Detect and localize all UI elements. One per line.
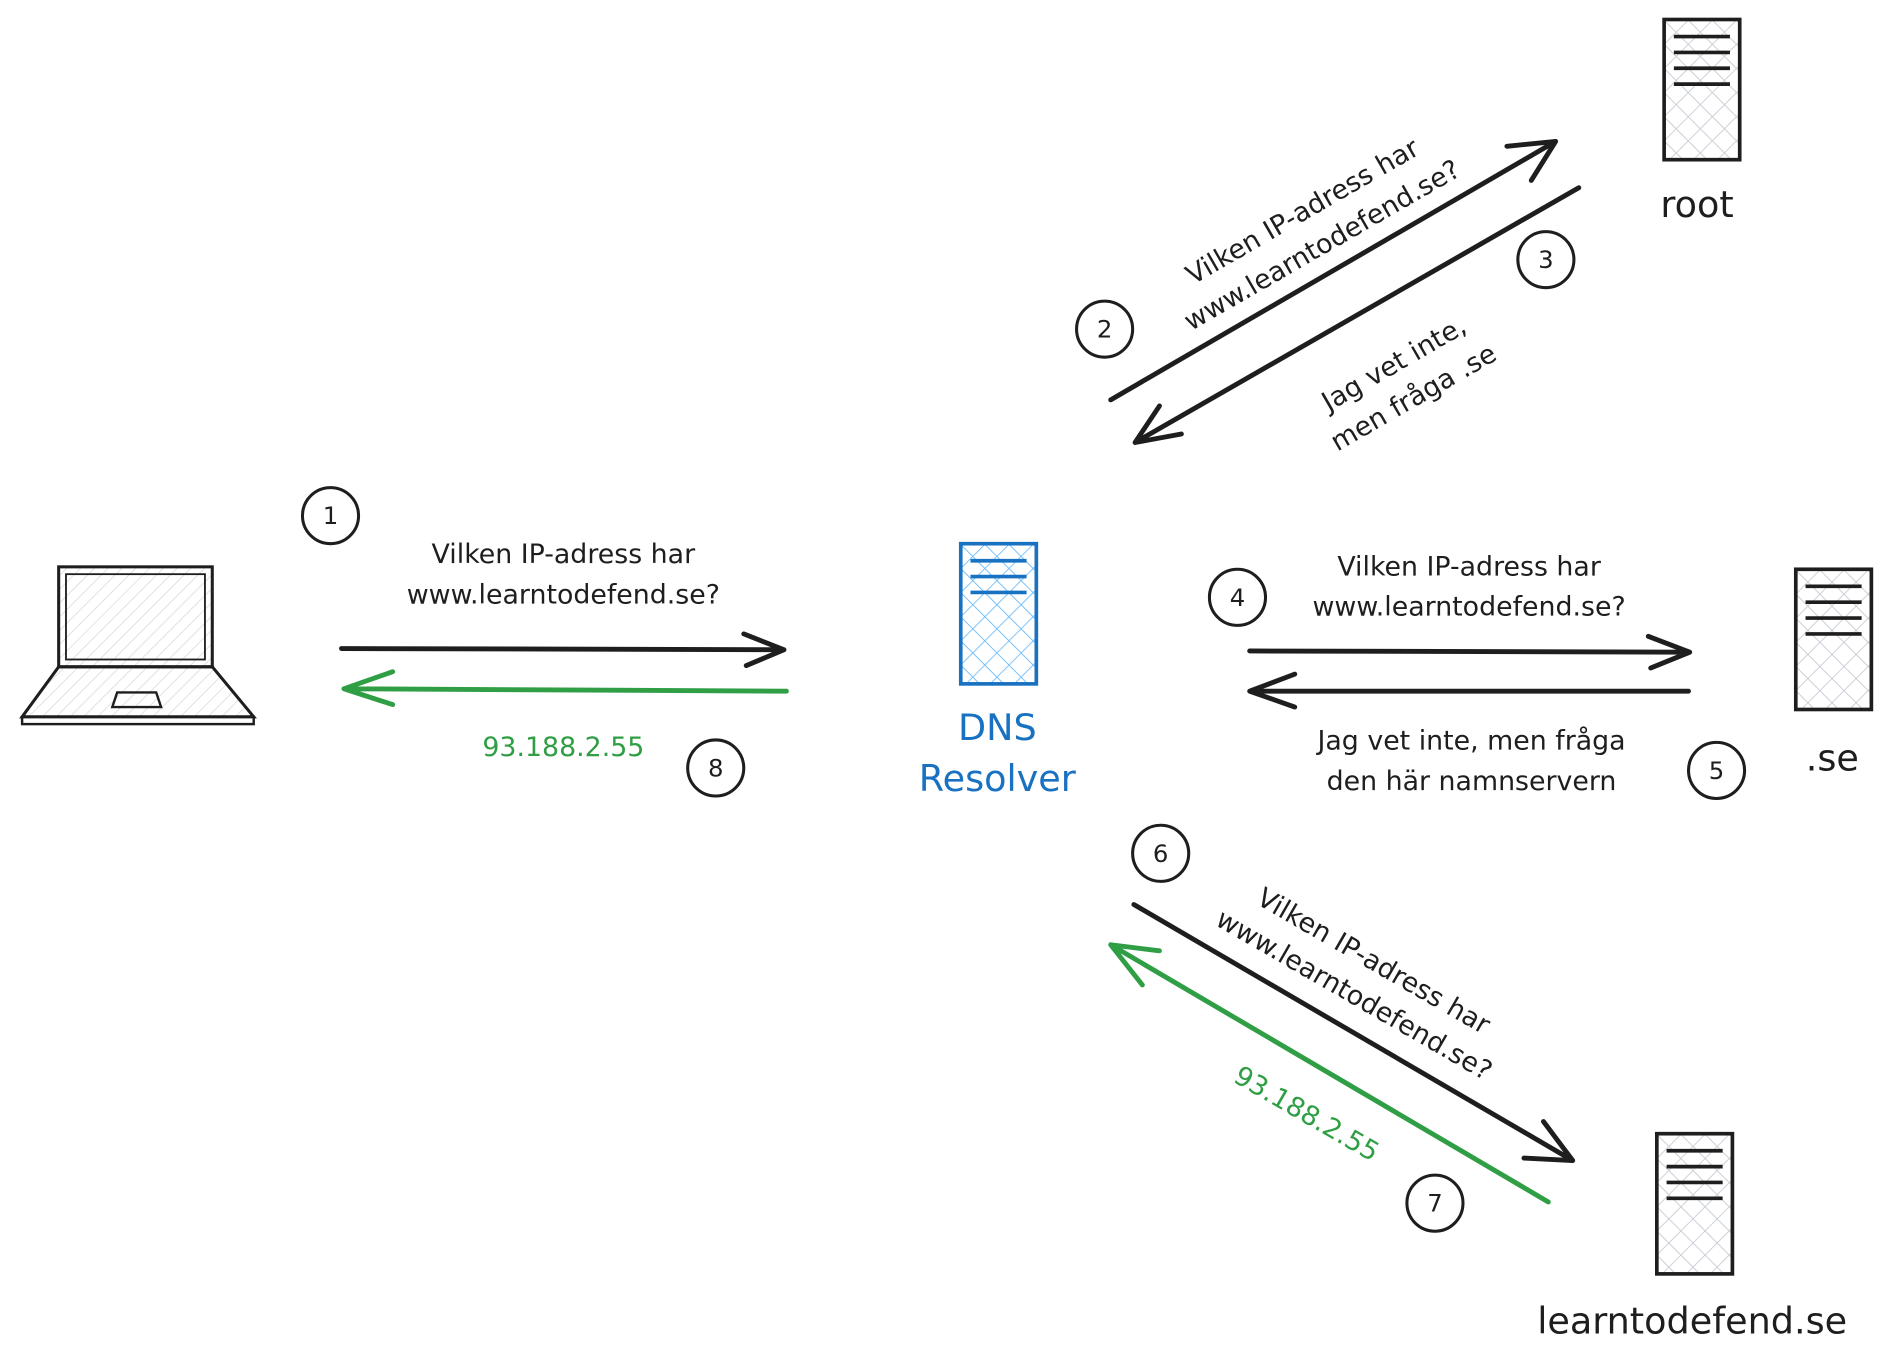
arrow-step-1 xyxy=(339,631,787,669)
step-7-text: 93.188.2.55 xyxy=(1228,1060,1384,1168)
arrow-step-4 xyxy=(1247,633,1693,671)
step-5-text-line1: Jag vet inte, men fråga xyxy=(1315,726,1625,757)
step-7-number: 7 xyxy=(1427,1189,1443,1218)
step-7-badge xyxy=(1405,1173,1465,1233)
step-3-number: 3 xyxy=(1538,245,1554,274)
step-5-badge xyxy=(1686,740,1747,800)
step-1-number: 1 xyxy=(323,501,339,530)
dns-resolver-server-icon xyxy=(958,541,1039,686)
step-1-text-line1: Vilken IP-adress har xyxy=(432,539,697,570)
root-label: root xyxy=(1660,183,1733,226)
step-6-number: 6 xyxy=(1153,839,1169,868)
step-5-number: 5 xyxy=(1709,756,1725,785)
step-6-badge xyxy=(1131,823,1191,883)
step-4-text-line1: Vilken IP-adress har xyxy=(1337,551,1602,582)
step-8-number: 8 xyxy=(708,754,724,783)
step-8-badge xyxy=(686,738,746,798)
step-2-number: 2 xyxy=(1097,315,1113,344)
se-label: .se xyxy=(1806,736,1859,779)
step-4-text-line2: www.learntodefend.se? xyxy=(1312,592,1625,623)
resolver-label-line2: Resolver xyxy=(919,757,1077,800)
resolver-label-line1: DNS xyxy=(958,706,1037,749)
step-5-text-line2: den här namnservern xyxy=(1327,766,1617,797)
laptop-icon xyxy=(19,565,257,726)
arrow-step-5 xyxy=(1247,671,1691,710)
arrow-step-8 xyxy=(341,669,789,708)
step-2-badge xyxy=(1075,299,1135,359)
arrow-step-3 xyxy=(1132,185,1582,445)
step-4-badge xyxy=(1207,567,1268,627)
root-server-icon xyxy=(1662,17,1742,162)
step-4-number: 4 xyxy=(1230,583,1246,612)
arrow-step-6 xyxy=(1131,902,1576,1163)
step-3-badge xyxy=(1516,230,1576,290)
arrow-step-7 xyxy=(1108,942,1551,1205)
step-1-text-line2: www.learntodefend.se? xyxy=(407,579,720,610)
step-1-badge xyxy=(300,486,361,546)
step-8-text: 93.188.2.55 xyxy=(482,732,644,763)
authoritative-label: learntodefend.se xyxy=(1537,1300,1847,1343)
authoritative-server-icon xyxy=(1654,1131,1735,1276)
se-server-icon xyxy=(1793,567,1874,712)
arrow-step-2 xyxy=(1108,138,1559,403)
